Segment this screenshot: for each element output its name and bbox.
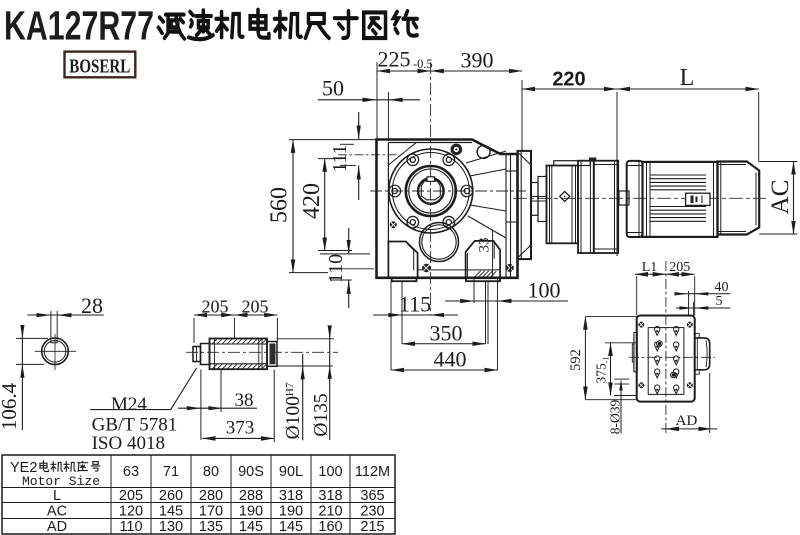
svg-text:M24: M24 bbox=[111, 394, 147, 415]
svg-text:210: 210 bbox=[318, 504, 342, 520]
svg-text:YE2: YE2 bbox=[10, 460, 37, 476]
svg-text:8-Ø39: 8-Ø39 bbox=[608, 400, 623, 435]
svg-text:Ø135: Ø135 bbox=[311, 393, 332, 436]
svg-text:AD: AD bbox=[676, 413, 698, 429]
svg-text:145: 145 bbox=[279, 519, 303, 535]
svg-text:592: 592 bbox=[568, 349, 584, 371]
svg-text:GB/T 5781: GB/T 5781 bbox=[92, 415, 178, 436]
svg-text:ISO 4018: ISO 4018 bbox=[92, 433, 165, 454]
svg-text:38: 38 bbox=[235, 390, 254, 411]
svg-text:170: 170 bbox=[199, 504, 223, 520]
svg-text:KA127R77: KA127R77 bbox=[4, 3, 154, 49]
svg-text:205: 205 bbox=[242, 297, 269, 317]
svg-text:225: 225 bbox=[378, 47, 411, 72]
svg-text:BOSERL: BOSERL bbox=[69, 55, 130, 77]
svg-text:205: 205 bbox=[202, 297, 229, 317]
svg-text:230: 230 bbox=[360, 504, 384, 520]
svg-text:40: 40 bbox=[715, 280, 729, 295]
svg-text:L1: L1 bbox=[642, 260, 658, 275]
svg-text:205: 205 bbox=[669, 260, 690, 275]
svg-text:106.4: 106.4 bbox=[0, 382, 21, 430]
svg-text:440: 440 bbox=[434, 347, 467, 372]
svg-text:71: 71 bbox=[163, 464, 179, 480]
svg-text:AC: AC bbox=[767, 180, 794, 215]
svg-text:260: 260 bbox=[159, 488, 183, 504]
svg-text:100: 100 bbox=[528, 278, 561, 303]
svg-text:205: 205 bbox=[119, 488, 143, 504]
svg-text:190: 190 bbox=[279, 504, 303, 520]
svg-text:375-1: 375-1 bbox=[594, 357, 611, 384]
svg-text:318: 318 bbox=[279, 488, 303, 504]
svg-text:350: 350 bbox=[430, 321, 463, 346]
svg-text:AD: AD bbox=[47, 519, 67, 535]
svg-text:80: 80 bbox=[203, 464, 219, 480]
svg-text:190: 190 bbox=[239, 504, 263, 520]
svg-text:280: 280 bbox=[199, 488, 223, 504]
svg-text:420: 420 bbox=[299, 183, 325, 219]
svg-text:145: 145 bbox=[239, 519, 263, 535]
svg-text:50: 50 bbox=[322, 76, 344, 101]
svg-text:63: 63 bbox=[123, 464, 139, 480]
svg-text:145: 145 bbox=[159, 504, 183, 520]
svg-text:5: 5 bbox=[716, 294, 723, 309]
svg-text:28: 28 bbox=[81, 293, 103, 318]
svg-text:L: L bbox=[53, 488, 61, 504]
svg-text:112M: 112M bbox=[355, 464, 390, 480]
svg-text:110: 110 bbox=[119, 519, 142, 535]
svg-text:33: 33 bbox=[477, 238, 493, 253]
svg-text:Motor Size: Motor Size bbox=[22, 474, 100, 489]
svg-text:-0.5: -0.5 bbox=[413, 57, 433, 71]
svg-text:160: 160 bbox=[318, 519, 342, 535]
svg-text:135: 135 bbox=[199, 519, 223, 535]
svg-text:215: 215 bbox=[360, 519, 384, 535]
svg-text:AC: AC bbox=[47, 504, 67, 520]
svg-text:365: 365 bbox=[360, 488, 384, 504]
svg-text:90L: 90L bbox=[279, 464, 303, 480]
svg-text:318: 318 bbox=[318, 488, 342, 504]
svg-text:90S: 90S bbox=[238, 464, 264, 480]
svg-text:Ø100H7: Ø100H7 bbox=[283, 382, 304, 439]
svg-text:L: L bbox=[680, 65, 695, 91]
svg-text:288: 288 bbox=[239, 488, 263, 504]
svg-text:390: 390 bbox=[461, 48, 494, 73]
svg-text:560: 560 bbox=[267, 187, 293, 223]
svg-text:120: 120 bbox=[119, 504, 143, 520]
svg-text:100: 100 bbox=[318, 464, 342, 480]
svg-text:115: 115 bbox=[399, 292, 431, 317]
svg-text:220: 220 bbox=[552, 69, 585, 91]
svg-text:373: 373 bbox=[226, 418, 255, 439]
svg-text:130: 130 bbox=[159, 519, 183, 535]
